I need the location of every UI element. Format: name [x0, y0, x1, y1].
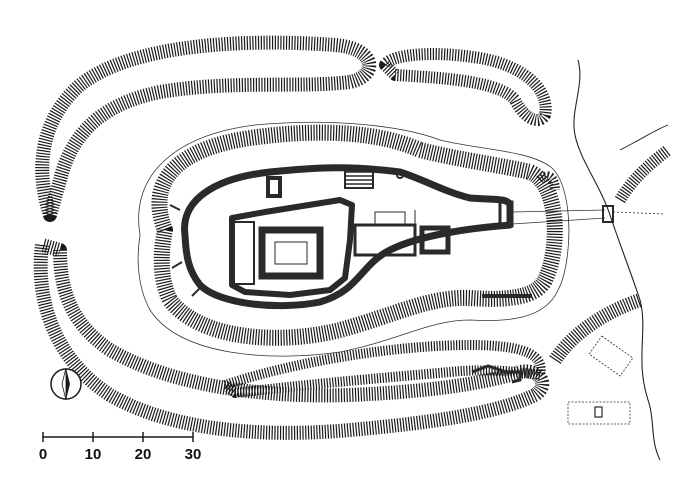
stream-branch — [619, 124, 669, 151]
north-gatehouse — [266, 176, 282, 198]
scale-label-30: 30 — [185, 446, 202, 463]
mound-slope-outer — [151, 124, 563, 346]
road-east — [612, 211, 666, 215]
rampart-east-bank — [614, 145, 672, 204]
south-tower-remains — [471, 364, 522, 384]
scale-bar: 0 10 20 30 — [39, 432, 202, 463]
buttress-1 — [169, 204, 181, 211]
bridge-lower-edge — [511, 217, 606, 225]
south-outbuildings — [471, 294, 634, 425]
stair-hatch — [346, 171, 372, 185]
keep-tower — [258, 226, 324, 280]
north-arrow-icon — [50, 367, 82, 401]
outbuilding-rect — [567, 401, 631, 425]
stream — [573, 59, 661, 461]
inner-bailey-wall — [229, 197, 355, 298]
east-room-north — [374, 211, 406, 227]
north-tower — [344, 169, 374, 189]
rampart-south-east-bank — [549, 293, 643, 365]
scale-label-20: 20 — [135, 446, 152, 463]
scale-label-10: 10 — [85, 446, 102, 463]
east-hall — [353, 223, 417, 257]
outer-ramparts — [33, 35, 672, 440]
inner-bailey — [229, 169, 374, 298]
bridge-upper-edge — [511, 209, 606, 213]
buttress-3 — [191, 287, 201, 297]
mound-contour-outer — [137, 121, 570, 357]
east-tower — [419, 225, 451, 255]
bridge-gate — [602, 205, 614, 223]
scale-label-0: 0 — [39, 446, 47, 463]
rampart-north-east-arc — [379, 48, 552, 126]
rampart-north-west-arc — [35, 35, 377, 222]
central-mound — [137, 121, 570, 357]
corner-turret — [396, 171, 404, 179]
keep-inner-room — [274, 241, 308, 265]
buttress-2 — [171, 261, 183, 269]
approach-bridge — [511, 205, 666, 225]
outbuilding-diamond — [588, 335, 634, 377]
east-barbican — [498, 200, 514, 228]
west-wing-room — [231, 221, 255, 285]
outbuilding-small — [594, 406, 603, 418]
east-buildings — [353, 171, 514, 257]
rampart-east-lower-bank — [536, 171, 560, 191]
